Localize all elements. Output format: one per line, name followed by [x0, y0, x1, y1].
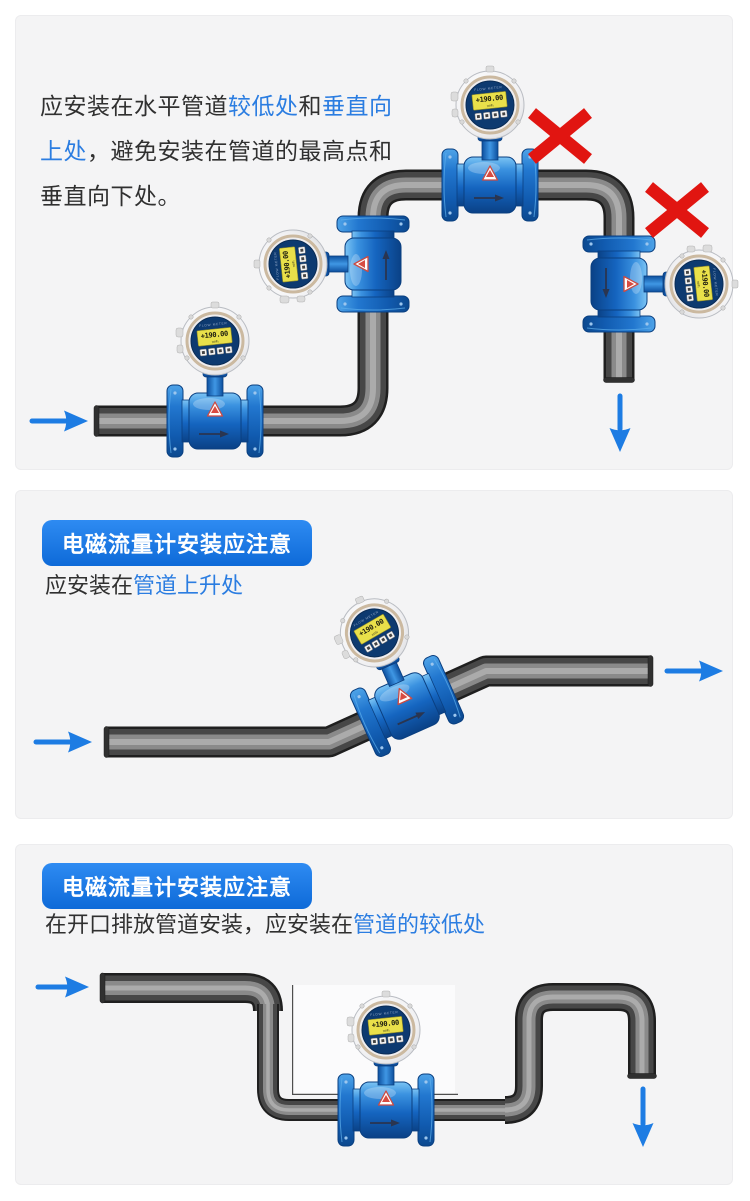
flow-meter-top-wrong — [440, 64, 540, 223]
flow-arrow-icon — [609, 393, 631, 452]
flow-arrows — [29, 393, 723, 1147]
pipe-run-panel1 — [97, 169, 635, 437]
instruction-text: 在开口排放管道安装，应安装在管道的较低处 — [45, 907, 485, 939]
text-segment: 垂直向下处。 — [40, 183, 181, 209]
text-segment: 较低处 — [228, 93, 299, 119]
pipe-end-cap — [647, 655, 654, 687]
flow-arrow-icon — [33, 731, 92, 753]
text-segment: 应安装在 — [45, 573, 134, 598]
text-line: 上处，避免安装在管道的最高点和 — [40, 129, 393, 174]
pipe-end-cap — [603, 377, 635, 383]
text-line: 应安装在水平管道较低处和垂直向 — [40, 84, 393, 129]
pipe-run-panel3-right — [504, 983, 656, 1124]
text-segment: 在开口排放管道安装，应安装在 — [45, 912, 354, 937]
text-segment: 上处 — [40, 138, 87, 164]
notice-badge: 电磁流量计安装应注意 — [42, 863, 313, 909]
flow-meter-vertical-up — [252, 214, 411, 314]
text-segment: 应安装在水平管道 — [40, 93, 228, 119]
pipe-end-cap — [627, 1073, 657, 1079]
text-segment: ，避免安装在管道的最高点和 — [87, 138, 393, 164]
error-cross-icon — [528, 108, 592, 164]
flow-arrow-icon — [35, 976, 89, 998]
notice-badge: 电磁流量计安装应注意 — [42, 520, 313, 566]
pipe-end-cap — [103, 726, 110, 758]
error-cross-icon — [645, 182, 709, 238]
text-segment: 管道上升处 — [133, 573, 244, 598]
text-segment: 管道的较低处 — [353, 912, 486, 937]
pipe-end-cap — [93, 405, 100, 437]
text-line: 垂直向下处。 — [40, 174, 393, 219]
flow-arrow-icon — [29, 410, 88, 432]
instruction-text: 应安装在管道上升处 — [45, 568, 243, 600]
text-segment: 垂直向 — [322, 93, 393, 119]
pipe-run-panel3-bottom — [257, 1004, 512, 1121]
flow-arrow-icon — [632, 1086, 654, 1147]
pipe-run-panel3-left — [103, 973, 283, 1012]
flow-meter-horizontal-low — [165, 300, 265, 459]
flow-meter-vertical-down-wrong — [581, 234, 740, 334]
pipe-end-cap — [99, 972, 106, 1004]
instruction-text: 应安装在水平管道较低处和垂直向 上处，避免安装在管道的最高点和 垂直向下处。 — [40, 84, 393, 219]
text-segment: 和 — [298, 93, 322, 119]
flow-arrow-icon — [664, 660, 723, 682]
